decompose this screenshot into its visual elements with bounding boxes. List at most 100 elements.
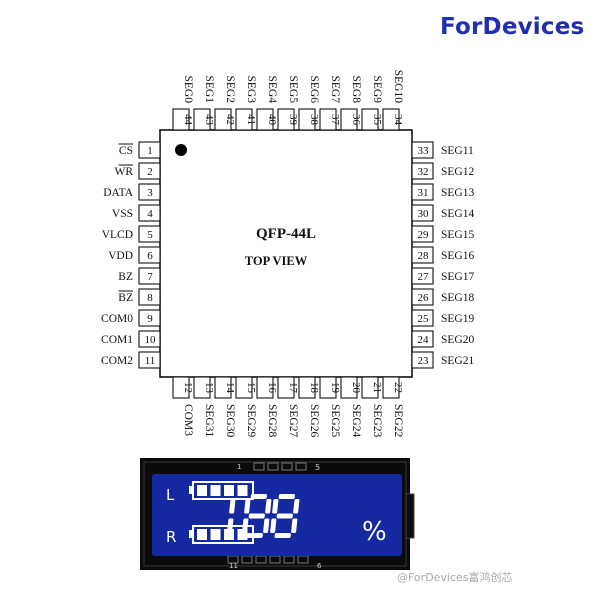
pin-label: SEG31 — [203, 404, 215, 437]
pin-number: 28 — [418, 250, 430, 262]
pin-2: 2WR — [114, 162, 161, 180]
lcd-top-mark-1: 1 — [237, 463, 241, 471]
pin-number: 13 — [203, 382, 215, 394]
pin-label: COM1 — [101, 334, 133, 346]
pin-number: 20 — [350, 382, 362, 394]
pin-number: 29 — [418, 229, 430, 241]
segment-b — [265, 499, 272, 514]
lcd-bottom-mark-6: 6 — [317, 562, 322, 570]
lcd-battery-left-icon — [189, 481, 254, 500]
pin-number: 23 — [418, 355, 430, 367]
pin-label: SEG15 — [441, 229, 474, 241]
segment-c — [263, 518, 270, 533]
pin-number: 22 — [392, 382, 404, 393]
segment-a — [250, 494, 267, 499]
segment-b — [229, 499, 236, 514]
lcd-module: 1 5 11 6 L R % — [140, 458, 415, 570]
lcd-digit — [227, 499, 236, 533]
pin-number: 42 — [224, 114, 236, 125]
segment-c — [227, 518, 234, 533]
pin-44: 44 SEG0 — [172, 76, 194, 131]
segment-e — [270, 518, 277, 533]
segment-f — [244, 499, 251, 514]
pin-number: 15 — [245, 382, 257, 394]
segment-a — [278, 494, 295, 499]
battery-level-bar — [237, 485, 248, 496]
pin-number: 21 — [371, 382, 383, 393]
battery-level-bar — [224, 529, 234, 540]
pin-label: VSS — [112, 208, 133, 220]
pin-number: 11 — [145, 355, 156, 367]
pin-label: SEG3 — [245, 76, 257, 104]
pin-number: 38 — [308, 114, 320, 126]
pin-number: 27 — [418, 271, 430, 283]
pin-number: 41 — [245, 114, 257, 125]
pin-number: 9 — [147, 313, 153, 325]
pin-number: 30 — [418, 208, 430, 220]
lcd-left-channel-label: L — [166, 486, 175, 504]
pin-30: 30 SEG14 — [411, 204, 474, 222]
pin-number: 16 — [266, 382, 278, 394]
pin-7: 7BZ — [118, 267, 161, 285]
pin-label: SEG28 — [266, 404, 278, 437]
pin-label: SEG7 — [329, 76, 341, 104]
pin-number: 44 — [182, 114, 194, 126]
pin-label: CS — [119, 145, 133, 157]
chip-view-label: TOP VIEW — [245, 254, 308, 268]
pin-label: SEG14 — [441, 208, 474, 220]
battery-level-bar — [197, 485, 207, 496]
pin-label: WR — [114, 166, 133, 178]
pin-label: SEG26 — [308, 404, 320, 437]
battery-level-bar — [237, 529, 248, 540]
pin-label: SEG21 — [441, 355, 474, 367]
lcd-digit — [242, 494, 272, 538]
pin-23: 23 SEG21 — [411, 351, 474, 369]
pin-number: 17 — [287, 382, 299, 394]
pin-label: SEG18 — [441, 292, 474, 304]
pin-number: 33 — [418, 145, 430, 157]
pin-label: SEG24 — [350, 404, 362, 437]
pin-29: 29 SEG15 — [411, 225, 474, 243]
pin-label: DATA — [103, 187, 133, 199]
pin-number: 35 — [371, 114, 383, 126]
pin-label: SEG4 — [266, 76, 278, 104]
pin-number: 7 — [147, 271, 153, 283]
segment-e — [242, 518, 249, 533]
pin-number: 6 — [147, 250, 153, 262]
pin-label: SEG9 — [371, 76, 383, 104]
pin-41: 41 SEG3 — [235, 76, 257, 131]
pin-35: 35 SEG9 — [361, 76, 383, 131]
segment-d — [246, 533, 263, 538]
pin-label: SEG6 — [308, 76, 320, 104]
segment-g — [248, 513, 265, 519]
pin-label: SEG0 — [182, 76, 194, 104]
pin-label: SEG29 — [245, 404, 257, 437]
pin-label: SEG20 — [441, 334, 474, 346]
chip-package-label: QFP-44L — [256, 226, 316, 242]
pin-1: 1CS — [118, 141, 161, 159]
pin-number: 39 — [287, 114, 299, 126]
pin-label: COM2 — [101, 355, 133, 367]
lcd-digit — [270, 494, 300, 538]
pin-number: 43 — [203, 114, 215, 126]
